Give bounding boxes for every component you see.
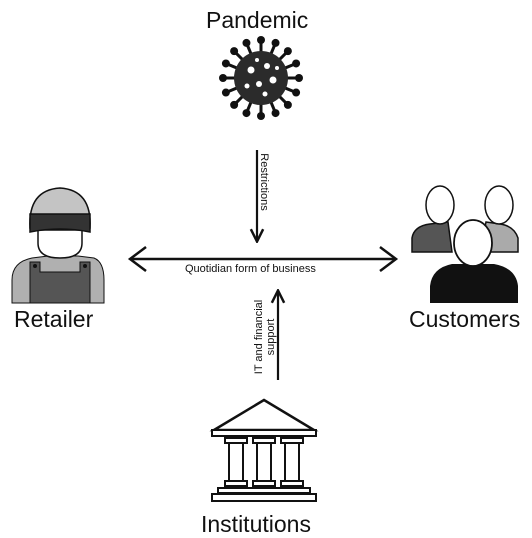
virus-spike-tip (271, 109, 280, 118)
virus-icon (219, 36, 303, 120)
arrow-retailer-customers (127, 246, 399, 272)
node-label-customers: Customers (409, 306, 521, 332)
virus-spike-tip (221, 88, 230, 97)
retailer-icon (11, 187, 105, 304)
virus-spike-tip (292, 88, 301, 97)
virus-spike-tip (221, 59, 230, 68)
institution-building-icon (209, 398, 319, 502)
virus-spike-tip (283, 100, 292, 109)
edge-label-pandemic-text: Restrictions (258, 153, 270, 211)
virus-spike-tip (257, 36, 265, 44)
edge-label-retailer-customers: Quotidian form of business (185, 263, 316, 275)
edge-label-institutions-line1: IT and financial (253, 299, 265, 375)
edge-label-pandemic: Restrictions (258, 152, 270, 212)
virus-spike-tip (295, 74, 303, 82)
virus-spike-tip (271, 38, 280, 47)
edge-label-institutions-line2: support (265, 318, 277, 356)
virus-spike-tip (230, 100, 239, 109)
node-label-pandemic: Pandemic (206, 7, 309, 33)
edge-label-institutions: IT and financial support (253, 297, 277, 377)
virus-spike-tip (292, 59, 301, 68)
virus-spike-tip (242, 109, 251, 118)
virus-spike-tip (242, 38, 251, 47)
virus-spike-tip (219, 74, 227, 82)
customers-icon (411, 185, 519, 303)
node-label-retailer: Retailer (14, 306, 94, 332)
virus-spike-tip (257, 112, 265, 120)
virus-spike-tip (283, 47, 292, 56)
node-label-institutions: Institutions (201, 511, 311, 537)
virus-spike-tip (230, 47, 239, 56)
